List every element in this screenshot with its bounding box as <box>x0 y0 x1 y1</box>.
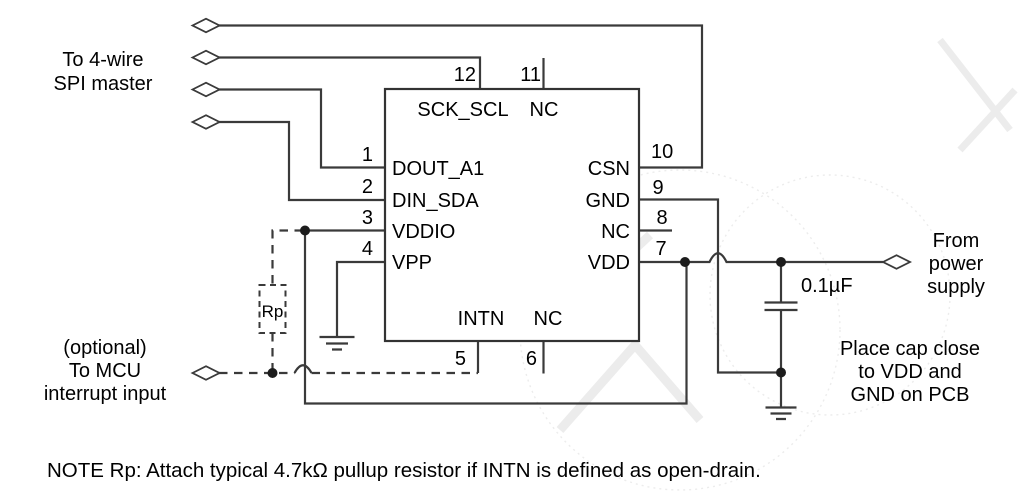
pin-label-intn: INTN <box>458 308 505 330</box>
pin-label-nc8: NC <box>601 221 630 243</box>
pin-number-9: 9 <box>652 177 663 199</box>
pullup-resistor-label: Rp <box>262 302 284 321</box>
annotation-text: To 4-wire SPI master (optional) To MCU i… <box>44 49 985 406</box>
cap-note-line2: to VDD and <box>858 361 961 383</box>
pin-label-nc6: NC <box>534 308 563 330</box>
pin-label-dout-a1: DOUT_A1 <box>392 158 484 180</box>
wire-gnd <box>639 198 781 374</box>
footnote: NOTE Rp: Attach typical 4.7kΩ pullup res… <box>47 459 761 482</box>
pin-number-11: 11 <box>520 64 541 86</box>
pin-number-2: 2 <box>362 176 373 198</box>
mcu-label-line2: To MCU <box>69 360 141 382</box>
pin-label-gnd: GND <box>586 190 630 212</box>
pin-number-12: 12 <box>454 64 476 86</box>
junction-vdd <box>680 257 690 267</box>
pin-number-8: 8 <box>656 207 667 229</box>
power-label-line2: power <box>929 253 984 275</box>
power-label-line3: supply <box>927 276 985 298</box>
power-connector <box>880 254 913 270</box>
dashed-rp-top <box>271 229 303 285</box>
mcu-label-line3: interrupt input <box>44 383 167 405</box>
pin-label-csn: CSN <box>588 158 630 180</box>
pin-number-5: 5 <box>455 348 466 370</box>
watermark-circle <box>709 174 951 416</box>
wire-vdd <box>639 252 883 264</box>
watermark-circle <box>519 169 841 491</box>
wires <box>219 24 883 421</box>
wire-vpp <box>335 260 385 337</box>
wire-vddio-to-vdd <box>303 230 688 405</box>
junction-dots <box>267 225 786 378</box>
spi-connector-1 <box>190 17 222 34</box>
pin-number-1: 1 <box>362 144 373 166</box>
ic-body <box>383 87 641 343</box>
wire-din-sda <box>219 120 385 202</box>
power-label-line1: From <box>933 230 980 252</box>
spi-master-label-line1: To 4-wire <box>62 49 143 71</box>
junction-cap-top <box>776 257 786 267</box>
ground-symbol-cap <box>765 406 797 421</box>
wire-hop-intn <box>293 364 313 374</box>
pin-labels: DOUT_A1 DIN_SDA VDDIO VPP CSN GND NC VDD… <box>392 99 630 330</box>
pullup-resistor-box <box>258 284 287 334</box>
pin-numbers: 1 2 3 4 12 11 10 9 8 7 5 6 <box>362 64 673 370</box>
pin-label-din-sda: DIN_SDA <box>392 190 479 212</box>
pin-label-nc11: NC <box>530 99 559 121</box>
spi-connector-3 <box>190 81 222 98</box>
pin-label-vddio: VDDIO <box>392 221 455 243</box>
pin-number-7: 7 <box>655 238 666 260</box>
pin-label-vpp: VPP <box>392 252 432 274</box>
connectors <box>190 17 913 381</box>
mcu-label-line1: (optional) <box>63 337 146 359</box>
spi-connector-4 <box>190 114 222 130</box>
pin-label-vdd: VDD <box>588 252 630 274</box>
junction-intn <box>267 368 278 378</box>
spi-master-label-line2: SPI master <box>54 73 153 95</box>
dashed-wires <box>219 229 478 375</box>
ground-symbol-vpp <box>319 335 355 351</box>
capacitor-symbol <box>764 301 798 312</box>
pin-number-3: 3 <box>362 207 373 229</box>
wire-dout-a1 <box>219 88 385 169</box>
wire-csn <box>219 24 704 169</box>
pin-number-10: 10 <box>651 141 673 163</box>
junction-cap-bottom <box>776 367 786 378</box>
junction-vddio <box>300 225 310 236</box>
pin-number-6: 6 <box>526 348 537 370</box>
spi-connector-2 <box>190 49 222 66</box>
wire-sck-scl <box>219 56 482 89</box>
cap-note-line3: GND on PCB <box>851 384 970 406</box>
pin-number-4: 4 <box>362 238 373 260</box>
capacitor-value-label: 0.1µF <box>801 275 853 297</box>
mcu-connector <box>190 365 222 381</box>
watermark-shape <box>937 37 1018 153</box>
pin-label-sck-scl: SCK_SCL <box>417 99 508 121</box>
cap-note-line1: Place cap close <box>840 338 980 360</box>
